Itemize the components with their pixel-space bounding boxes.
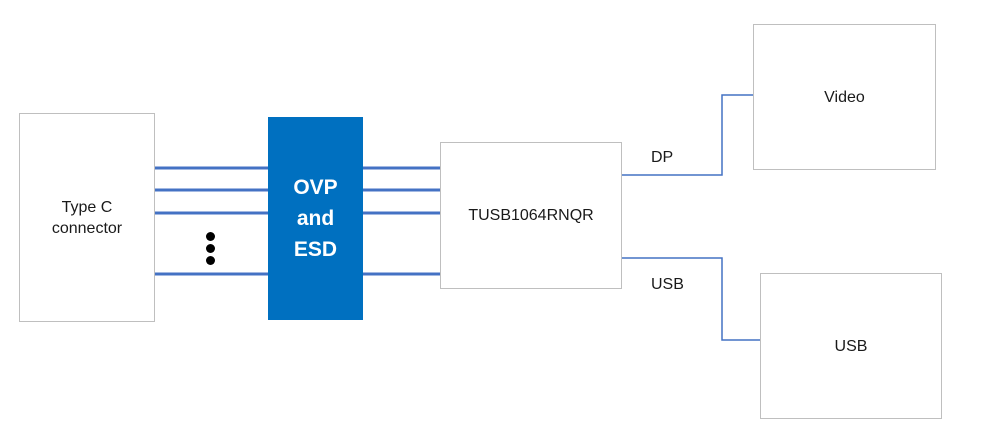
dp-wire — [622, 94, 753, 176]
type-c-connector-block: Type C connector — [19, 113, 155, 322]
tusb1064-mux-block: TUSB1064RNQR — [440, 142, 622, 289]
tusb1064-mux-label: TUSB1064RNQR — [468, 207, 594, 224]
ovp-esd-label: OVP and ESD — [293, 176, 338, 261]
type-c-connector-label: Type C connector — [51, 198, 123, 237]
video-block: Video — [753, 24, 936, 170]
ovp-esd-block: OVP and ESD — [268, 117, 363, 320]
dp-link-label: DP — [651, 149, 674, 166]
usb-link-label: USB — [651, 276, 684, 293]
usb-output-block: USB — [760, 273, 942, 419]
vertical-ellipsis-icon — [206, 232, 216, 266]
video-label: Video — [824, 88, 865, 106]
ellipsis-dot-bottom — [206, 256, 215, 265]
ellipsis-dot-top — [206, 232, 215, 241]
usb-output-label: USB — [834, 337, 868, 355]
ellipsis-dot-middle — [206, 244, 215, 253]
usb-wire — [622, 257, 760, 341]
